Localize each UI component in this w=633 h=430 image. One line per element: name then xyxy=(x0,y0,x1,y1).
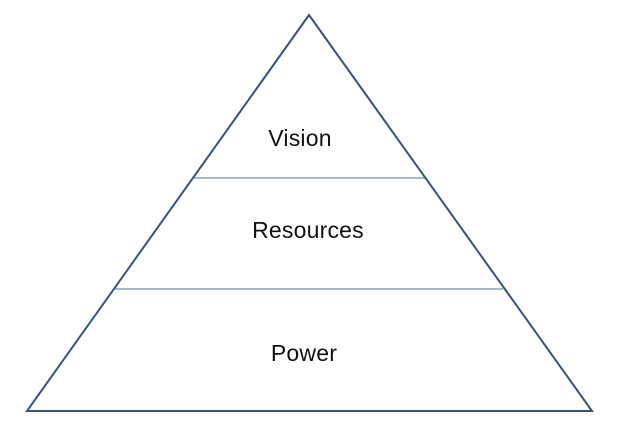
tier-label-top: Vision xyxy=(268,125,331,151)
tier-label-bottom: Power xyxy=(271,340,337,366)
pyramid-outline xyxy=(25,13,594,412)
tier-label-middle: Resources xyxy=(252,217,364,243)
